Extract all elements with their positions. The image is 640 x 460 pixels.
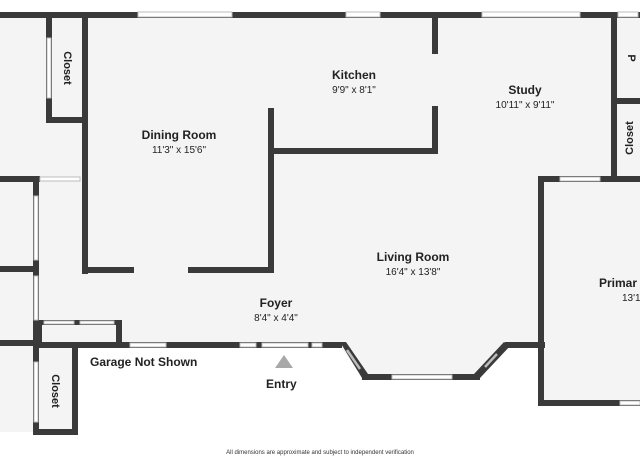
floor-fill [0, 14, 640, 460]
entry-marker-icon [275, 355, 293, 368]
disclaimer: All dimensions are approximate and subje… [226, 450, 414, 456]
room-study: Study 10'11" x 9'11" [495, 83, 555, 111]
entry-label: Entry [266, 377, 297, 391]
room-dimensions: 13'1 [622, 292, 640, 304]
room-dimensions: 16'4" x 13'8" [385, 266, 441, 278]
room-name: Study [508, 83, 542, 97]
closet-label-bottom-left: Closet [49, 374, 61, 408]
room-dimensions: 8'4" x 4'4" [254, 312, 298, 324]
closet-label-right: Closet [624, 121, 636, 155]
room-dimensions: 11'3" x 15'6" [151, 144, 207, 156]
room-dimensions: 9'9" x 8'1" [332, 84, 376, 96]
closet-label-top-left: Closet [61, 51, 73, 85]
room-foyer: Foyer 8'4" x 4'4" [254, 296, 298, 324]
bay-window-panes [345, 349, 498, 370]
room-dimensions: 10'11" x 9'11" [495, 99, 555, 111]
room-dining: Dining Room 11'3" x 15'6" [141, 128, 217, 156]
room-primary: Primar 13'1 [599, 276, 640, 304]
garage-note: Garage Not Shown [90, 355, 198, 369]
room-kitchen: Kitchen 9'9" x 8'1" [331, 68, 377, 96]
room-name: Dining Room [141, 128, 217, 142]
room-name: Foyer [259, 296, 293, 310]
room-name: Primar [599, 276, 638, 290]
room-name: Kitchen [331, 68, 377, 82]
room-living: Living Room 16'4" x 13'8" [376, 250, 450, 278]
windows [33, 11, 640, 423]
cropped-room-label: P [625, 54, 637, 62]
room-name: Living Room [376, 250, 450, 264]
